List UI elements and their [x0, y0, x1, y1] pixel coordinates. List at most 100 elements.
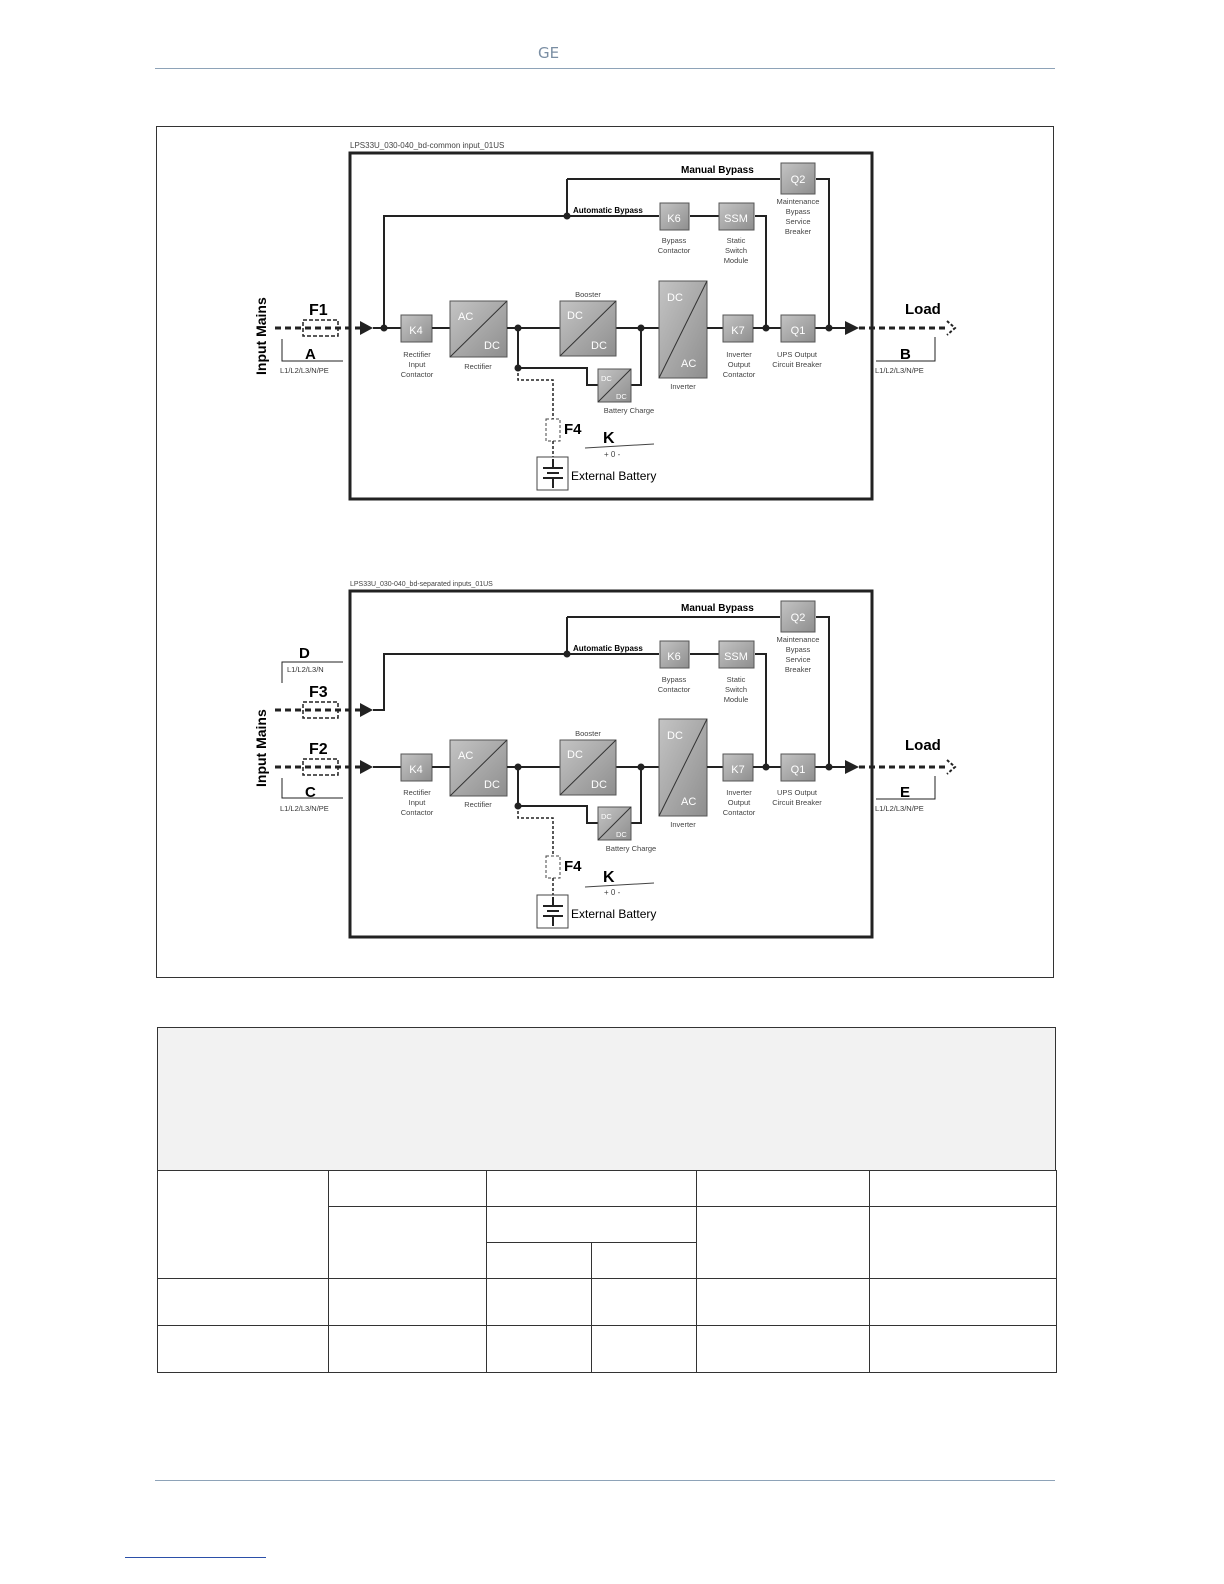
table-cell — [328, 1206, 487, 1279]
q2-caption-3: Service — [785, 217, 810, 226]
table-cell — [157, 1278, 329, 1326]
inverter-ac: AC — [681, 796, 696, 808]
header-rule — [155, 68, 1055, 69]
q2-caption-2: Bypass — [786, 207, 811, 216]
input-arrow — [360, 321, 373, 335]
table-cell — [869, 1206, 1057, 1279]
table-cell — [486, 1170, 697, 1207]
table-cell — [591, 1325, 697, 1373]
table-cell — [869, 1170, 1057, 1207]
diagram-file-label: LPS33U_030-040_bd-separated inputs_01US — [350, 581, 493, 588]
k4-caption-1: Rectifier — [403, 350, 431, 359]
q2-label: Q2 — [791, 612, 806, 624]
table-cell — [869, 1278, 1057, 1326]
q1-caption-2: Circuit Breaker — [772, 798, 822, 807]
k-sub-label: + 0 - — [604, 888, 621, 897]
output-lines-label: L1/L2/L3/N/PE — [875, 366, 924, 375]
bypass-lines-label: L1/L2/L3/N — [287, 665, 324, 674]
q2-caption-2: Bypass — [786, 645, 811, 654]
q1-breaker-box — [780, 314, 816, 343]
table-cell — [591, 1242, 697, 1279]
ups-enclosure — [348, 151, 874, 501]
q2-caption-1: Maintenance — [777, 635, 820, 644]
manual-bypass-label: Manual Bypass — [681, 165, 754, 176]
table-cell — [157, 1325, 329, 1373]
load-arrow-icon — [946, 759, 957, 775]
output-lines-label: L1/L2/L3/N/PE — [875, 804, 924, 813]
external-battery-label: External Battery — [571, 469, 656, 483]
rectifier-dc: DC — [484, 779, 500, 791]
q2-caption-4: Breaker — [785, 227, 812, 236]
input-mains-label: Input Mains — [253, 709, 269, 787]
k4-caption-1: Rectifier — [403, 788, 431, 797]
q2-caption-4: Breaker — [785, 665, 812, 674]
k-label: K — [603, 430, 615, 447]
charger-dc-out: DC — [616, 392, 627, 401]
manual-bypass-label: Manual Bypass — [681, 603, 754, 614]
ssm-box — [718, 202, 755, 231]
table-cell — [486, 1278, 592, 1326]
external-battery-label: External Battery — [571, 907, 656, 921]
rectifier-caption: Rectifier — [464, 800, 492, 809]
spec-table — [157, 1170, 1057, 1373]
k7-caption-3: Contactor — [723, 370, 756, 379]
fuse-f4-label: F4 — [564, 421, 582, 438]
q1-caption-2: Circuit Breaker — [772, 360, 822, 369]
q2-caption-3: Service — [785, 655, 810, 664]
table-row — [157, 1170, 1057, 1279]
rectifier-ac: AC — [458, 311, 473, 323]
inverter-dc: DC — [667, 292, 683, 304]
k6-label: K6 — [667, 651, 680, 663]
table-cell — [696, 1278, 870, 1326]
junction-dot — [563, 212, 571, 220]
k6-label: K6 — [667, 213, 680, 225]
q1-caption-1: UPS Output — [777, 788, 818, 797]
output-arrow — [845, 321, 859, 335]
fuse-f4-symbol — [545, 418, 561, 442]
battery-charge-caption: Battery Charge — [606, 844, 656, 853]
fuse-f1-symbol — [302, 319, 339, 337]
table-header-band — [157, 1027, 1056, 1170]
k4-contactor-box — [400, 314, 433, 343]
load-label: Load — [905, 301, 941, 318]
k6-contactor-box — [659, 640, 690, 669]
diagram-file-label: LPS33U_030-040_bd-common input_01US — [350, 141, 504, 150]
k6-contactor-box — [659, 202, 690, 231]
k7-caption-3: Contactor — [723, 808, 756, 817]
booster-dc-in: DC — [567, 749, 583, 761]
table-cell — [696, 1325, 870, 1373]
q1-breaker-box — [780, 753, 816, 782]
table-cell — [696, 1170, 870, 1207]
fuse-f3-label: F3 — [309, 684, 328, 701]
diagram-separated-inputs: LPS33U_030-040_bd-separated inputs_01US … — [253, 581, 957, 939]
input-mains-label: Input Mains — [253, 297, 269, 375]
bypass-wiring — [373, 616, 830, 767]
table-cell — [486, 1242, 592, 1279]
q2-caption-1: Maintenance — [777, 197, 820, 206]
k4-caption-3: Contactor — [401, 370, 434, 379]
k7-label: K7 — [731, 764, 744, 776]
table-row — [158, 1242, 1057, 1279]
table-cell — [486, 1325, 592, 1373]
footer-link-underline[interactable] — [125, 1557, 266, 1558]
table-cell — [869, 1325, 1057, 1373]
rectifier-caption: Rectifier — [464, 362, 492, 371]
input-letter: C — [305, 784, 316, 801]
automatic-bypass-label: Automatic Bypass — [573, 206, 643, 215]
battery-cable — [517, 806, 554, 856]
q2-breaker-box — [780, 600, 816, 633]
rectifier-dc: DC — [484, 340, 500, 352]
header-brand: GE — [538, 44, 560, 62]
ups-enclosure — [348, 589, 874, 939]
fuse-f1-label: F1 — [309, 302, 328, 319]
q1-label: Q1 — [791, 764, 806, 776]
battery-charge-caption: Battery Charge — [604, 406, 654, 415]
ssm-caption-2: Switch — [725, 246, 747, 255]
booster-dc-in: DC — [567, 310, 583, 322]
fuse-f3-symbol — [302, 701, 339, 719]
charger-dc-in: DC — [601, 812, 612, 821]
fuse-f4-label: F4 — [564, 858, 582, 875]
k4-caption-2: Input — [409, 798, 427, 807]
fuse-f2-symbol — [302, 758, 339, 776]
k7-contactor-box — [722, 314, 754, 343]
